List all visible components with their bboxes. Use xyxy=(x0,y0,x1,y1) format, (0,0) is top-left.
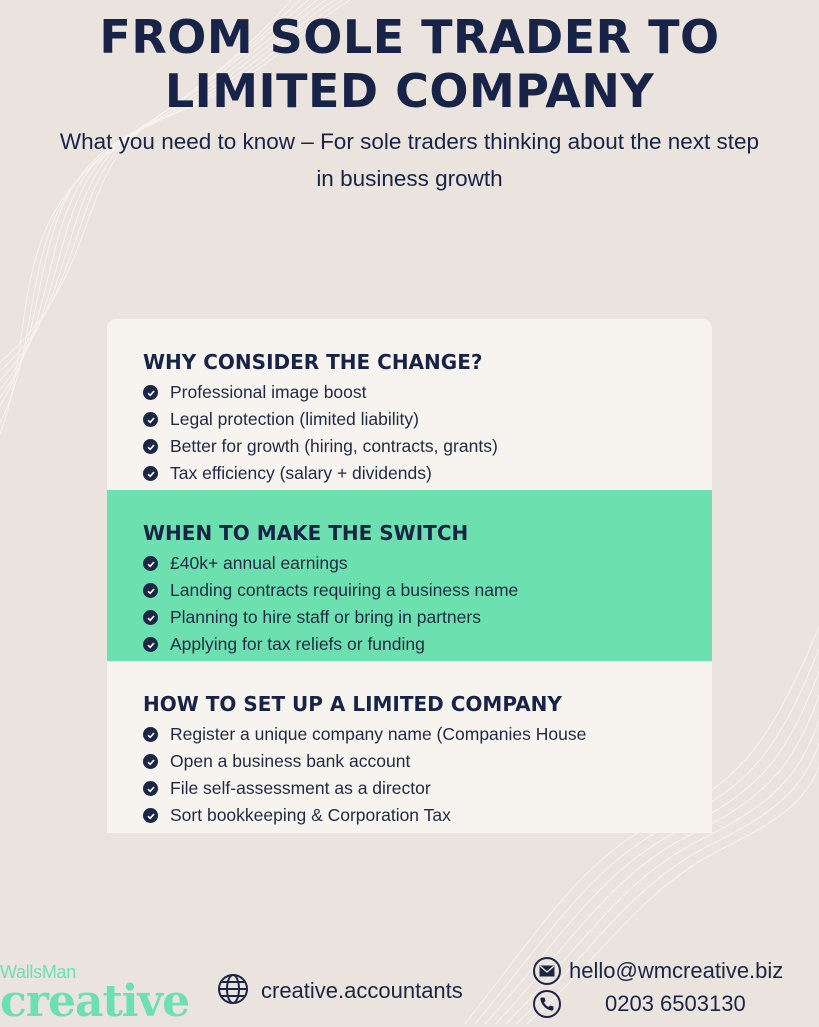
check-icon xyxy=(143,727,158,742)
list-item: Legal protection (limited liability) xyxy=(143,406,498,433)
checklist: Register a unique company name (Companie… xyxy=(143,721,586,829)
list-item: £40k+ annual earnings xyxy=(143,550,518,577)
phone-contact[interactable]: 0203 6503130 xyxy=(533,990,746,1018)
logo-wordmark-top: WallsMan xyxy=(0,962,76,982)
logo-wordmark-bottom: creative xyxy=(0,976,190,1027)
email-contact[interactable]: hello@wmcreative.biz xyxy=(533,957,783,985)
list-item: File self-assessment as a director xyxy=(143,775,586,802)
check-icon xyxy=(143,412,158,427)
list-item: Better for growth (hiring, contracts, gr… xyxy=(143,433,498,460)
check-icon xyxy=(143,610,158,625)
list-item: Planning to hire staff or bring in partn… xyxy=(143,604,518,631)
list-item: Landing contracts requiring a business n… xyxy=(143,577,518,604)
section-heading: HOW TO SET UP A LIMITED COMPANY xyxy=(143,692,562,716)
email-icon xyxy=(533,957,561,985)
section-why-consider: WHY CONSIDER THE CHANGE? Professional im… xyxy=(107,319,712,490)
check-icon xyxy=(143,637,158,652)
phone-number[interactable]: 0203 6503130 xyxy=(605,991,746,1016)
list-item: Sort bookkeeping & Corporation Tax xyxy=(143,802,586,829)
page-title-line2: LIMITED COMPANY xyxy=(164,64,655,118)
section-heading: WHEN TO MAKE THE SWITCH xyxy=(143,521,469,545)
list-item: Applying for tax reliefs or funding xyxy=(143,631,518,658)
check-icon xyxy=(143,385,158,400)
email-link[interactable]: hello@wmcreative.biz xyxy=(569,958,784,983)
check-icon xyxy=(143,466,158,481)
subtitle-line2: in business growth xyxy=(316,166,503,191)
check-icon xyxy=(143,808,158,823)
section-how-to-set-up: HOW TO SET UP A LIMITED COMPANY Register… xyxy=(107,661,712,833)
subtitle: What you need to know – For sole traders… xyxy=(0,123,819,197)
subtitle-line1: What you need to know – For sole traders… xyxy=(59,129,760,154)
section-when-to-switch: WHEN TO MAKE THE SWITCH £40k+ annual ear… xyxy=(107,490,712,661)
info-card: WHY CONSIDER THE CHANGE? Professional im… xyxy=(107,319,712,833)
checklist: Professional image boost Legal protectio… xyxy=(143,379,498,487)
globe-icon xyxy=(217,973,249,1009)
section-heading: WHY CONSIDER THE CHANGE? xyxy=(143,350,483,374)
page-title-line1: FROM SOLE TRADER TO xyxy=(99,10,720,64)
list-item: Open a business bank account xyxy=(143,748,586,775)
check-icon xyxy=(143,439,158,454)
list-item: Professional image boost xyxy=(143,379,498,406)
checklist: £40k+ annual earnings Landing contracts … xyxy=(143,550,518,658)
check-icon xyxy=(143,754,158,769)
website-contact[interactable]: creative.accountants xyxy=(217,973,463,1009)
website-link[interactable]: creative.accountants xyxy=(261,978,463,1003)
brand-logo: WallsMan creative xyxy=(0,962,190,1027)
phone-icon xyxy=(533,990,561,1018)
check-icon xyxy=(143,556,158,571)
check-icon xyxy=(143,583,158,598)
list-item: Tax efficiency (salary + dividends) xyxy=(143,460,498,487)
list-item: Register a unique company name (Companie… xyxy=(143,721,586,748)
check-icon xyxy=(143,781,158,796)
